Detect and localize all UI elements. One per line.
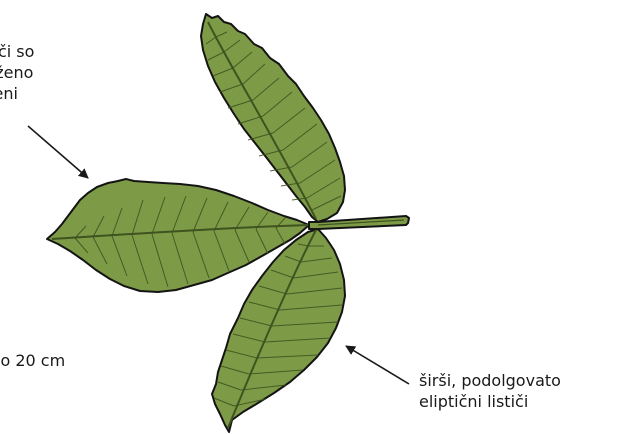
annotation-top-left-line-2: kroženo bbox=[0, 62, 34, 83]
arrow-bottom-right bbox=[346, 346, 409, 384]
annotation-top-left-line-3: piljeni bbox=[0, 83, 34, 104]
arrow-top-left bbox=[28, 126, 88, 178]
annotation-bottom-right-line-1: širši, podolgovato bbox=[419, 370, 561, 391]
annotation-bottom-left: lo 20 cm bbox=[0, 350, 65, 371]
leaflet-upper bbox=[201, 14, 345, 222]
annotation-top-left: lističi so kroženo piljeni bbox=[0, 41, 34, 104]
annotation-bottom-right: širši, podolgovato eliptični lističi bbox=[419, 370, 561, 412]
annotation-bottom-left-text: lo 20 cm bbox=[0, 350, 65, 371]
annotation-top-left-line-1: lističi so bbox=[0, 41, 34, 62]
annotation-bottom-right-line-2: eliptični lističi bbox=[419, 391, 561, 412]
